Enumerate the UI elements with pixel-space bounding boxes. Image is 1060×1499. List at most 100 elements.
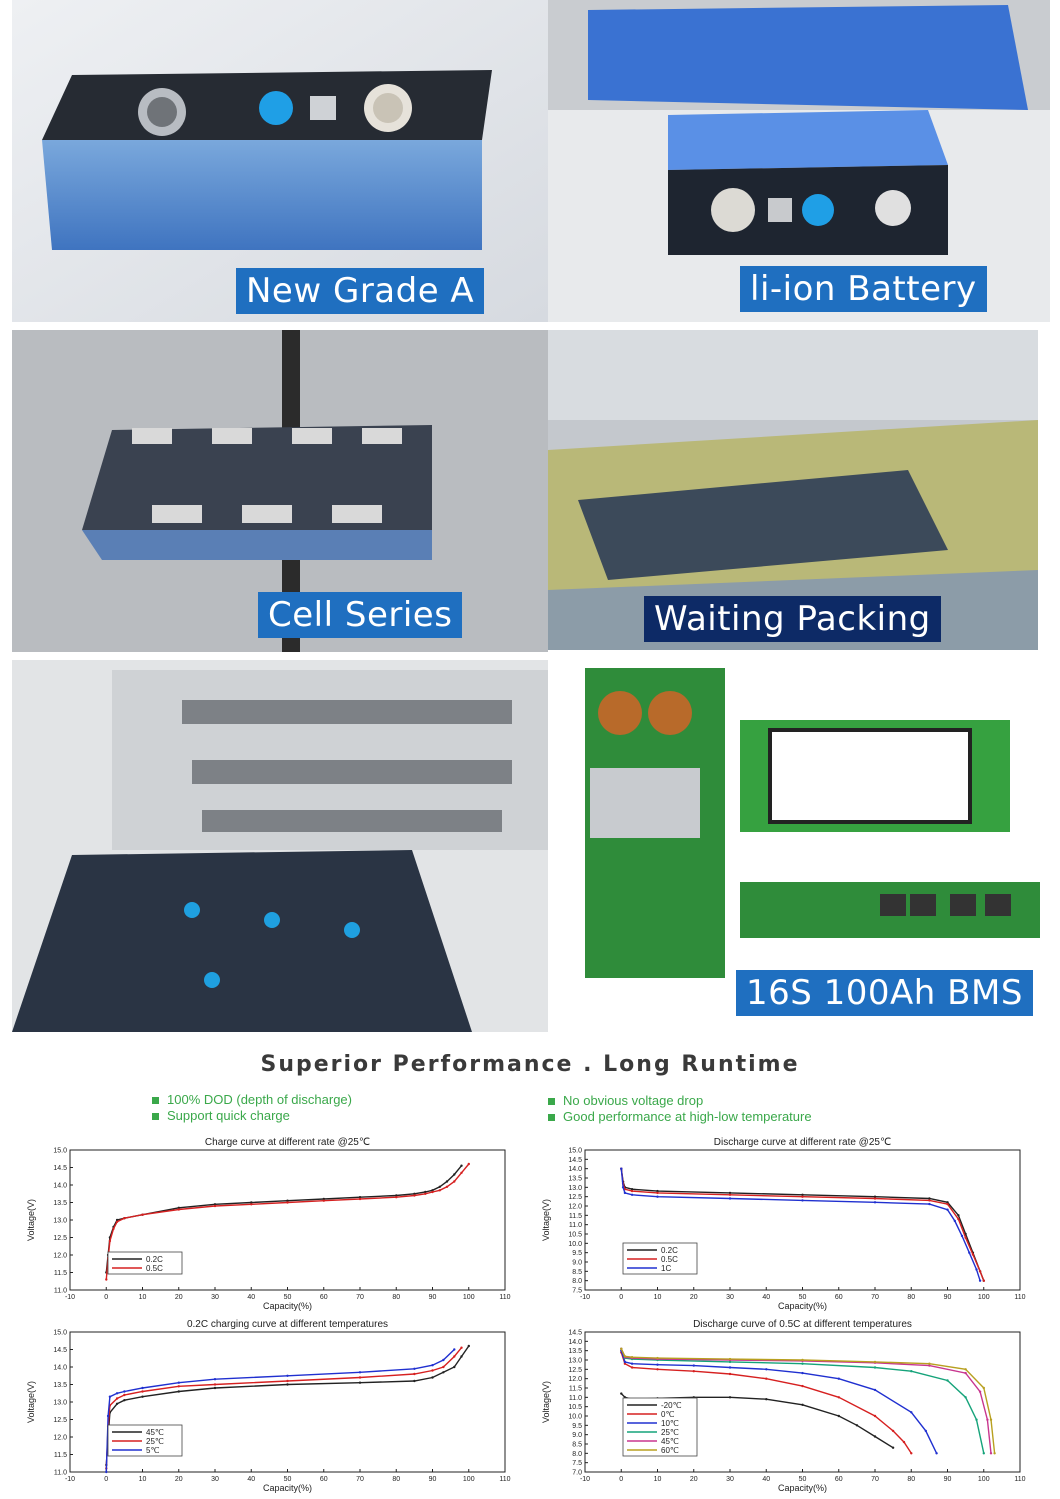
data-point xyxy=(108,1395,112,1398)
legend-box xyxy=(107,1251,183,1275)
data-point xyxy=(692,1364,695,1367)
data-point xyxy=(438,1185,441,1188)
x-axis-label: Capacity(%) xyxy=(778,1301,827,1311)
data-point xyxy=(623,1362,627,1365)
y-tick-label: 14.5 xyxy=(568,1330,582,1337)
x-tick-label: 110 xyxy=(499,1476,510,1483)
y-tick-label: 14.5 xyxy=(53,1347,67,1354)
y-tick-label: 8.5 xyxy=(572,1442,582,1449)
data-point xyxy=(989,1418,993,1421)
y-tick-label: 12.0 xyxy=(53,1253,67,1260)
data-point xyxy=(728,1197,732,1200)
data-point xyxy=(438,1189,441,1192)
y-tick-label: 8.0 xyxy=(572,1451,582,1458)
legend-label: 1C xyxy=(661,1264,671,1273)
x-tick-label: 10 xyxy=(654,1294,662,1301)
y-tick-label: 13.5 xyxy=(568,1176,582,1183)
y-tick-label: 10.5 xyxy=(568,1232,582,1239)
legend-label: 0.5C xyxy=(661,1255,678,1264)
bullet-square-icon xyxy=(548,1098,555,1106)
y-tick-label: 11.5 xyxy=(569,1213,582,1220)
data-point xyxy=(873,1201,877,1204)
y-tick-label: 11.0 xyxy=(569,1395,582,1402)
data-point xyxy=(978,1390,982,1393)
data-point xyxy=(123,1393,126,1397)
legend-label: 0℃ xyxy=(661,1410,674,1419)
legend-label: 25℃ xyxy=(146,1437,164,1446)
legend-label: 0.2C xyxy=(661,1246,678,1255)
x-tick-label: 0 xyxy=(619,1476,623,1483)
data-point xyxy=(928,1197,931,1200)
data-point xyxy=(728,1191,732,1195)
data-point xyxy=(453,1180,456,1183)
data-point xyxy=(286,1374,289,1377)
data-point xyxy=(250,1201,253,1204)
data-point xyxy=(964,1396,967,1399)
legend-label: -20℃ xyxy=(661,1401,682,1410)
y-tick-label: 11.5 xyxy=(54,1270,67,1277)
y-tick-label: 7.0 xyxy=(572,1470,582,1477)
y-tick-label: 9.0 xyxy=(572,1260,582,1267)
data-point xyxy=(105,1470,108,1474)
data-point xyxy=(621,1186,625,1189)
data-point xyxy=(413,1194,416,1197)
data-point xyxy=(935,1452,938,1455)
data-point xyxy=(630,1188,634,1191)
y-tick-label: 11.5 xyxy=(54,1452,67,1459)
data-point xyxy=(431,1369,434,1372)
caption-new-grade-a: New Grade A xyxy=(236,268,485,314)
bullet-square-icon xyxy=(548,1114,555,1122)
x-tick-label: 100 xyxy=(978,1476,990,1483)
data-point xyxy=(801,1199,804,1202)
data-point xyxy=(413,1379,416,1383)
data-point xyxy=(801,1362,804,1365)
data-point xyxy=(656,1189,659,1193)
data-point xyxy=(286,1199,289,1202)
y-tick-label: 8.5 xyxy=(572,1269,582,1276)
legend-label: 60℃ xyxy=(661,1446,679,1455)
legend-label: 45℃ xyxy=(661,1437,679,1446)
data-point xyxy=(986,1418,989,1421)
data-point xyxy=(322,1199,325,1202)
data-point xyxy=(358,1376,362,1379)
data-point xyxy=(630,1356,634,1359)
x-tick-label: 50 xyxy=(284,1294,292,1301)
bullet-square-icon xyxy=(152,1097,159,1105)
data-point xyxy=(442,1358,445,1362)
data-point xyxy=(358,1381,362,1384)
data-point xyxy=(656,1195,659,1198)
x-tick-label: 100 xyxy=(463,1476,475,1483)
data-point xyxy=(177,1385,180,1388)
data-point xyxy=(358,1196,362,1199)
data-point xyxy=(213,1386,217,1390)
data-point xyxy=(873,1195,877,1198)
legend-label: 45℃ xyxy=(146,1428,164,1437)
photo-bms-board xyxy=(580,668,1050,1013)
series-line xyxy=(620,1348,996,1454)
data-point xyxy=(964,1368,967,1371)
data-point xyxy=(424,1190,427,1194)
caption-waiting-packing: Waiting Packing xyxy=(644,596,941,642)
legend-label: 0.2C xyxy=(146,1255,163,1264)
chart-discharge-curve-rate: Discharge curve at different rate @25℃-1… xyxy=(541,1137,1026,1311)
x-tick-label: 90 xyxy=(429,1476,437,1483)
data-point xyxy=(971,1253,975,1256)
data-point xyxy=(413,1372,416,1376)
data-point xyxy=(928,1202,931,1206)
x-tick-label: 30 xyxy=(211,1294,219,1301)
y-tick-label: 15.0 xyxy=(53,1330,67,1337)
y-tick-label: 12.5 xyxy=(53,1235,67,1242)
data-point xyxy=(728,1366,732,1369)
feature-item: Support quick charge xyxy=(152,1108,352,1124)
data-point xyxy=(213,1378,217,1381)
data-point xyxy=(112,1227,115,1230)
photo-li-ion-cell xyxy=(548,0,1050,322)
y-tick-label: 9.0 xyxy=(572,1432,582,1439)
data-point xyxy=(286,1201,289,1204)
y-axis-label: Voltage(V) xyxy=(541,1381,551,1423)
y-tick-label: 13.5 xyxy=(53,1200,67,1207)
y-tick-label: 13.0 xyxy=(53,1400,67,1407)
x-tick-label: 60 xyxy=(320,1294,328,1301)
y-tick-label: 7.5 xyxy=(572,1460,582,1467)
series-line xyxy=(105,1163,470,1280)
